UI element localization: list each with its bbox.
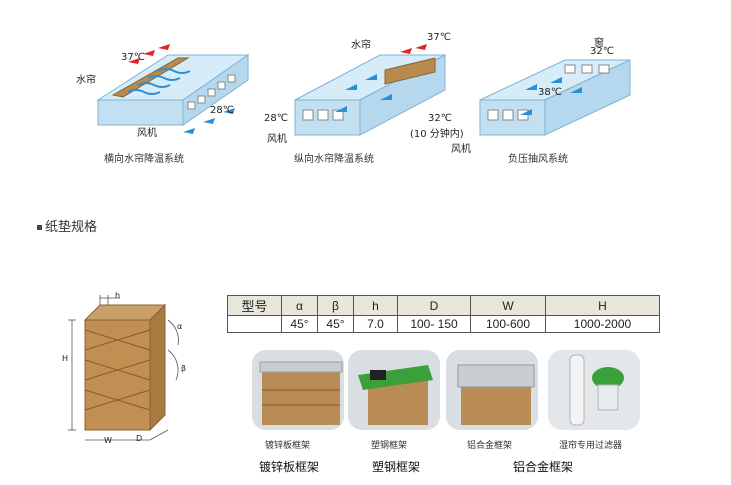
label-beta: β bbox=[181, 364, 187, 373]
label-fan: 风机 bbox=[137, 128, 157, 139]
cooling-pad-illustration bbox=[68, 295, 179, 441]
label-curtain: 水帘 bbox=[351, 40, 371, 51]
label-temp-hot: 37℃ bbox=[427, 32, 451, 43]
label-temp-cool: 28℃ bbox=[210, 105, 234, 116]
caption-longitudinal-system: 纵向水帘降温系统 bbox=[294, 154, 374, 165]
cell-model bbox=[227, 315, 282, 333]
label-h: h bbox=[115, 291, 121, 300]
label-D: D bbox=[136, 434, 143, 443]
big-caption-aluminum: 铝合金框架 bbox=[513, 460, 574, 474]
filter-image bbox=[548, 350, 640, 430]
big-caption-galvanized: 镀锌板框架 bbox=[259, 460, 320, 474]
section-title: 纸垫规格 bbox=[45, 220, 98, 235]
label-temp-cool: 28℃ bbox=[264, 113, 288, 124]
photo-caption-filter: 湿帘专用过滤器 bbox=[559, 441, 623, 451]
label-temp-out: 32℃ bbox=[428, 113, 452, 124]
cell-H: 1000-2000 bbox=[545, 315, 660, 333]
section-heading: 纸垫规格 bbox=[37, 216, 97, 235]
label-duration: (10 分钟内) bbox=[410, 129, 464, 140]
header-beta: β bbox=[317, 295, 354, 316]
header-D: D bbox=[397, 295, 471, 316]
table-row: 45° 45° 7.0 100- 150 100-600 1000-2000 bbox=[227, 315, 660, 333]
aluminum-frame-image bbox=[446, 350, 538, 430]
label-temp-hot: 37℃ bbox=[121, 52, 145, 63]
header-h: h bbox=[353, 295, 398, 316]
photo-caption-galvanized: 镀锌板框架 bbox=[265, 441, 311, 451]
label-fan: 风机 bbox=[451, 144, 471, 155]
photo-plastic-steel-frame bbox=[348, 350, 440, 430]
label-curtain: 水帘 bbox=[76, 75, 96, 86]
greenhouse-negative-pressure-illustration bbox=[479, 59, 631, 136]
bullet-square-icon bbox=[37, 225, 42, 230]
cell-D: 100- 150 bbox=[397, 315, 471, 333]
photo-caption-aluminum: 铝合金框架 bbox=[467, 441, 513, 451]
photo-aluminum-frame bbox=[446, 350, 538, 430]
header-model: 型号 bbox=[227, 295, 282, 316]
greenhouse-horizontal-illustration bbox=[96, 44, 250, 134]
spec-table: 型号 α β h D W H 45° 45° 7.0 100- 150 100-… bbox=[227, 295, 660, 333]
header-W: W bbox=[470, 295, 546, 316]
label-fan: 风机 bbox=[267, 134, 287, 145]
label-temp-inside: 38℃ bbox=[538, 87, 562, 98]
greenhouse-longitudinal-illustration bbox=[294, 44, 446, 136]
photo-filter bbox=[548, 350, 640, 430]
plastic-steel-frame-image bbox=[348, 350, 440, 430]
label-temp-window: 32℃ bbox=[590, 46, 614, 57]
header-H: H bbox=[545, 295, 660, 316]
galvanized-frame-image bbox=[252, 350, 344, 430]
spec-table-header-row: 型号 α β h D W H bbox=[227, 295, 660, 316]
cell-beta: 45° bbox=[317, 315, 354, 333]
big-caption-plastic-steel: 塑钢框架 bbox=[372, 460, 421, 474]
caption-negative-pressure-system: 负压抽风系统 bbox=[508, 154, 568, 165]
label-alpha: α bbox=[177, 322, 183, 331]
label-H: H bbox=[62, 354, 69, 363]
label-W: W bbox=[104, 436, 112, 445]
cell-alpha: 45° bbox=[281, 315, 318, 333]
label-window: 窗 bbox=[594, 38, 604, 49]
photo-galvanized-frame bbox=[252, 350, 344, 430]
cell-h: 7.0 bbox=[353, 315, 398, 333]
cell-W: 100-600 bbox=[470, 315, 546, 333]
caption-horizontal-system: 横向水帘降温系统 bbox=[104, 154, 184, 165]
header-alpha: α bbox=[281, 295, 318, 316]
photo-caption-plastic-steel: 塑钢框架 bbox=[371, 441, 408, 451]
